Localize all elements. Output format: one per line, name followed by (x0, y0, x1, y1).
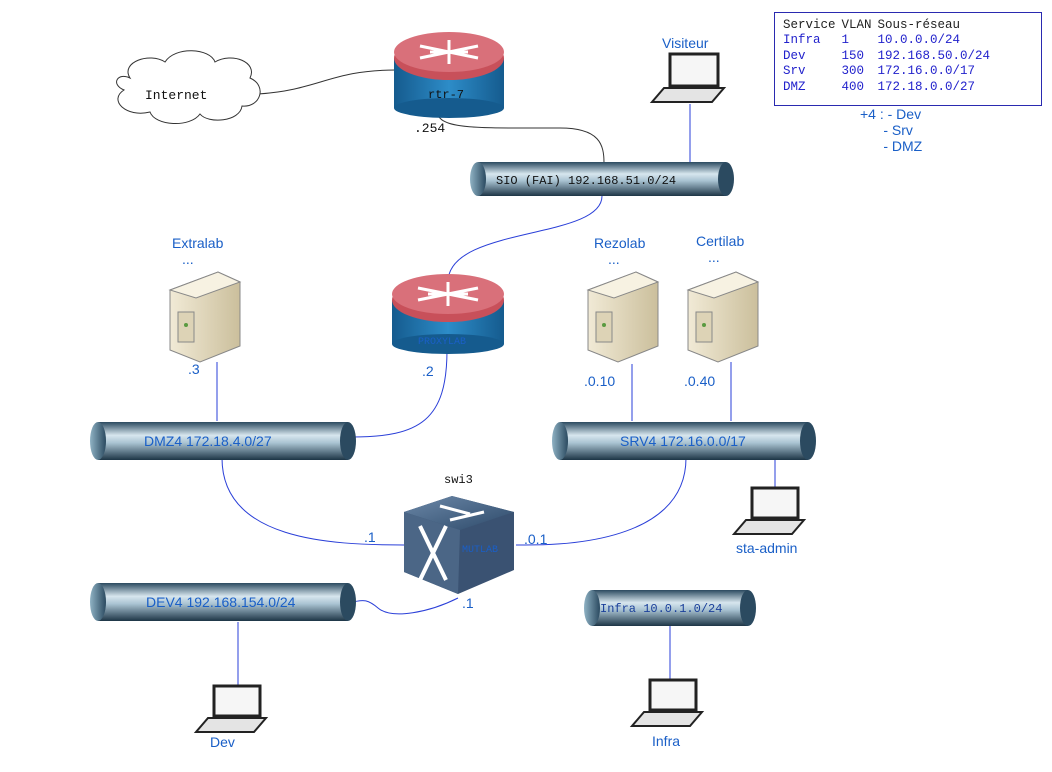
dev-laptop-icon (193, 684, 269, 733)
vlan-cell-subnet: 172.18.0.0/27 (877, 79, 976, 94)
vlan-cell-vlan: 300 (841, 64, 865, 78)
vlan-cell-vlan: 1 (841, 33, 850, 47)
proxylab-label: PROXYLAB (418, 337, 466, 348)
vlan-row: Srv 300 172.16.0.0/17 (783, 64, 996, 80)
link-sio-proxylab (447, 195, 603, 283)
vlan-table: Service VLAN Sous-réseau Infra 1 10.0.0.… (783, 17, 996, 95)
links (216, 69, 776, 686)
vlan-row: Infra 1 10.0.0.0/24 (783, 33, 996, 49)
extralab-dots: ... (182, 251, 194, 267)
vlan-cell-subnet: 10.0.0.0/24 (877, 33, 961, 47)
link-srv4-swi3 (515, 457, 687, 546)
pipe-dev4: DEV4 192.168.154.0/24 (90, 583, 356, 621)
rezolab-server-icon (586, 271, 660, 363)
vlan-cell-vlan: 150 (841, 48, 865, 63)
vlan-header-vlan: VLAN (841, 18, 872, 32)
vlan-cell-vlan: 400 (841, 79, 865, 94)
extralab-label: Extralab (172, 235, 224, 251)
infra-label: Infra 10.0.1.0/24 (600, 602, 722, 616)
srv4-label: SRV4 172.16.0.0/17 (620, 433, 746, 449)
vlan-table-box: Service VLAN Sous-réseau Infra 1 10.0.0.… (774, 12, 1042, 106)
vlan-note: +4 : - Dev - Srv - DMZ (860, 106, 922, 154)
vlan-row: DMZ 400 172.18.0.0/27 (783, 80, 996, 96)
visiteur-laptop-icon (649, 52, 727, 103)
rezolab-dots: ... (608, 251, 620, 267)
certilab-label: Certilab (696, 233, 744, 249)
vlan-cell-service: Dev (783, 48, 806, 63)
link-internet-rtr7 (257, 69, 397, 95)
vlan-note-line: - Srv (860, 122, 913, 138)
rezolab-ip: .0.10 (584, 373, 615, 389)
dev4-label: DEV4 192.168.154.0/24 (146, 594, 296, 610)
swi3-ip-srv: .0.1 (524, 531, 548, 547)
vlan-cell-service: Infra (783, 33, 821, 47)
internet-cloud: Internet (116, 50, 261, 125)
certilab-dots: ... (708, 249, 720, 265)
link-dmz4-swi3 (221, 457, 405, 546)
pipe-infra: Infra 10.0.1.0/24 (584, 590, 756, 626)
extralab-ip: .3 (188, 361, 200, 377)
extralab-server-icon (168, 271, 242, 363)
vlan-note-line: - DMZ (860, 138, 923, 154)
sio-label: SIO (FAI) 192.168.51.0/24 (496, 174, 676, 188)
vlan-table-header: Service VLAN Sous-réseau (783, 17, 996, 33)
visiteur-label: Visiteur (662, 35, 709, 51)
vlan-cell-service: DMZ (783, 79, 806, 94)
infra-laptop-label: Infra (652, 733, 680, 749)
sta-admin-label: sta-admin (736, 540, 797, 556)
vlan-header-service: Service (783, 18, 836, 32)
vlan-header-subnet: Sous-réseau (877, 18, 961, 32)
link-swi3-dev4 (349, 597, 459, 615)
vlan-row: Dev 150 192.168.50.0/24 (783, 49, 996, 65)
sta-admin-laptop-icon (731, 486, 807, 535)
certilab-ip: .0.40 (684, 373, 715, 389)
pipe-sio: SIO (FAI) 192.168.51.0/24 (470, 162, 734, 196)
pipe-srv4: SRV4 172.16.0.0/17 (552, 422, 816, 460)
vlan-cell-subnet: 192.168.50.0/24 (877, 48, 991, 63)
mutlab-label: MUTLAB (462, 545, 498, 556)
dmz4-label: DMZ4 172.18.4.0/27 (144, 433, 272, 449)
infra-laptop-icon (629, 678, 705, 727)
pipe-dmz4: DMZ4 172.18.4.0/27 (90, 422, 356, 460)
link-rtr7-sio (435, 107, 605, 164)
proxylab-ip: .2 (422, 363, 434, 379)
rtr7-ip: .254 (414, 121, 445, 136)
swi3-ip-dev: .1 (462, 595, 474, 611)
rezolab-label: Rezolab (594, 235, 646, 251)
vlan-note-line: +4 : - Dev (860, 106, 922, 122)
internet-label: Internet (145, 88, 207, 103)
certilab-server-icon (686, 271, 760, 363)
vlan-cell-subnet: 172.16.0.0/17 (877, 64, 976, 78)
rtr7-label: rtr-7 (428, 88, 464, 102)
swi3-label: swi3 (444, 473, 473, 487)
router-proxylab-icon: PROXYLAB (392, 274, 504, 354)
switch-swi3-icon: MUTLAB (404, 496, 514, 594)
router-rtr7-icon: rtr-7 (394, 32, 504, 118)
swi3-ip-dmz: .1 (364, 529, 376, 545)
link-proxylab-dmz4 (351, 349, 448, 438)
vlan-cell-service: Srv (783, 64, 806, 78)
dev-laptop-label: Dev (210, 734, 235, 750)
